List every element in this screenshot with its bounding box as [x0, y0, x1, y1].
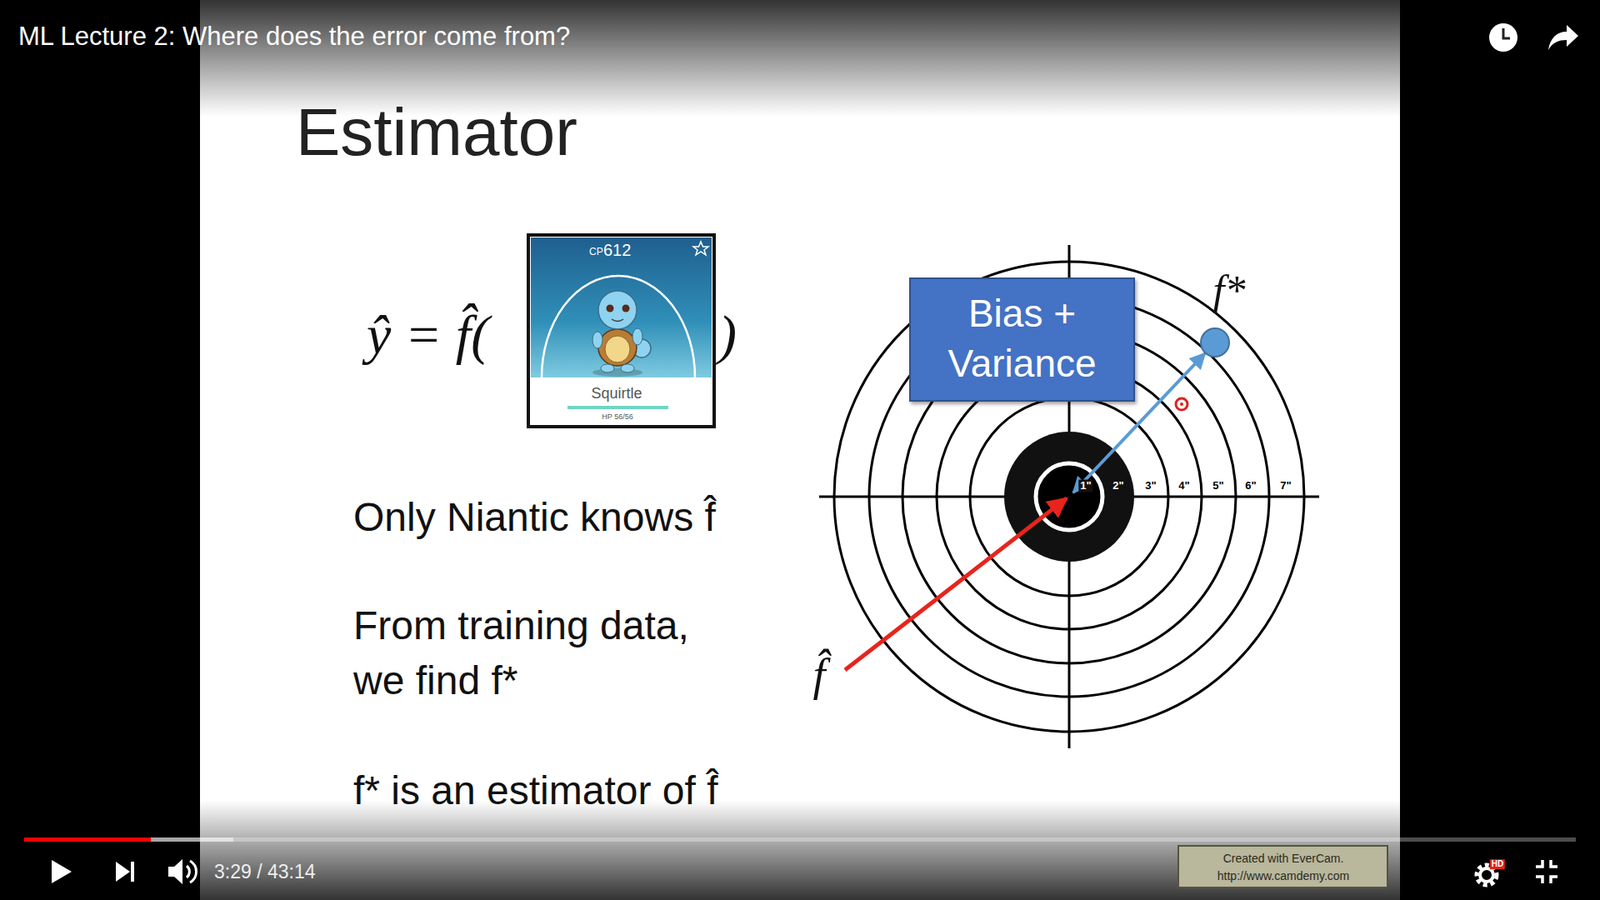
video-title: ML Lecture 2: Where does the error come …: [18, 21, 570, 52]
watermark: http://www.camdemy.com: [1217, 869, 1350, 883]
time-display: 3:29 / 43:14: [214, 860, 316, 883]
target-ring: [834, 261, 1305, 732]
pointer-mark: [1175, 398, 1188, 410]
slide-bullet: Only Niantic knows f̂: [353, 494, 716, 540]
corner: [1550, 860, 1558, 867]
ring-number: 5": [1210, 480, 1225, 493]
squirtle-head: [598, 290, 637, 330]
clock-hands: [1503, 28, 1510, 39]
ring-number: 1": [1078, 480, 1093, 493]
squirtle-mouth: [611, 319, 624, 322]
cp-arc: [541, 275, 695, 378]
estimate-dot: [1200, 328, 1230, 357]
watermark-box: [1178, 845, 1388, 888]
truth-arrow: [845, 498, 1067, 670]
ring-number: 4": [1176, 480, 1191, 493]
target-ring: [936, 364, 1202, 630]
card-frame: [528, 235, 715, 427]
squirtle-arm: [592, 331, 603, 349]
squirtle-eye: [622, 305, 630, 313]
next-icon: [115, 861, 135, 882]
progress-played: [24, 837, 151, 842]
top-shade: [0, 0, 1600, 117]
pokemon-card: [528, 235, 715, 427]
sound-wave: [186, 865, 190, 878]
corner: [1535, 876, 1543, 884]
squirtle-foot: [600, 364, 615, 373]
next-bar: [130, 861, 135, 882]
target: [819, 245, 1320, 749]
sound-wave: [190, 860, 197, 883]
favorite-star: [693, 241, 709, 255]
clock-face: [1489, 23, 1518, 52]
hp-bar: [567, 405, 669, 410]
squirtle-eye: [606, 305, 615, 313]
hp-value: HP 56/56: [601, 412, 633, 421]
truth-label: f̂: [812, 649, 825, 701]
ring-number: 2": [1110, 480, 1125, 493]
ring-number: 3": [1143, 480, 1158, 493]
formula: ): [718, 303, 737, 367]
formula: ŷ = f̂(: [366, 303, 490, 367]
shadow: [592, 368, 643, 377]
progress-buffer: [24, 837, 234, 842]
corner: [1535, 860, 1543, 867]
progress-track: [24, 837, 1576, 842]
squirtle-arm: [632, 328, 643, 345]
squirtle-shell: [598, 329, 637, 366]
squirtle-belly: [605, 335, 630, 363]
gear-body: [1480, 868, 1494, 882]
next-triangle: [115, 861, 130, 882]
callout-box: Bias + Variance: [909, 277, 1135, 402]
bottom-shade: [0, 800, 1600, 900]
slide-background: [200, 0, 1400, 900]
play-icon: [51, 860, 72, 884]
pointer-mark: [1180, 402, 1184, 406]
estimate-label: f*: [1213, 266, 1246, 315]
ring-number: 7": [1278, 480, 1293, 493]
pokemon-name: Squirtle: [590, 385, 642, 403]
cp-value: 612: [603, 240, 631, 260]
hd-badge: HD: [1490, 859, 1505, 870]
cp-prefix: CP: [589, 246, 604, 259]
box-text: Bias + Variance: [922, 289, 1122, 390]
share-icon: [1548, 25, 1579, 50]
slide-bullet: f* is an estimator of f̂: [353, 767, 719, 814]
ring-number: 6": [1243, 480, 1258, 493]
target-ring: [970, 397, 1169, 596]
watermark: Created with EverCam.: [1223, 851, 1345, 865]
speaker: [168, 859, 183, 885]
volume-icon: [168, 859, 197, 885]
corner: [1550, 876, 1558, 884]
squirtle-foot: [620, 364, 635, 373]
slide-bullet: From training data, we find f*: [353, 598, 745, 709]
exit-fullscreen-icon: [1535, 860, 1558, 884]
slide-title: Estimator: [295, 94, 578, 171]
card-sky: [530, 237, 712, 378]
watch-later-icon: [1489, 23, 1518, 52]
